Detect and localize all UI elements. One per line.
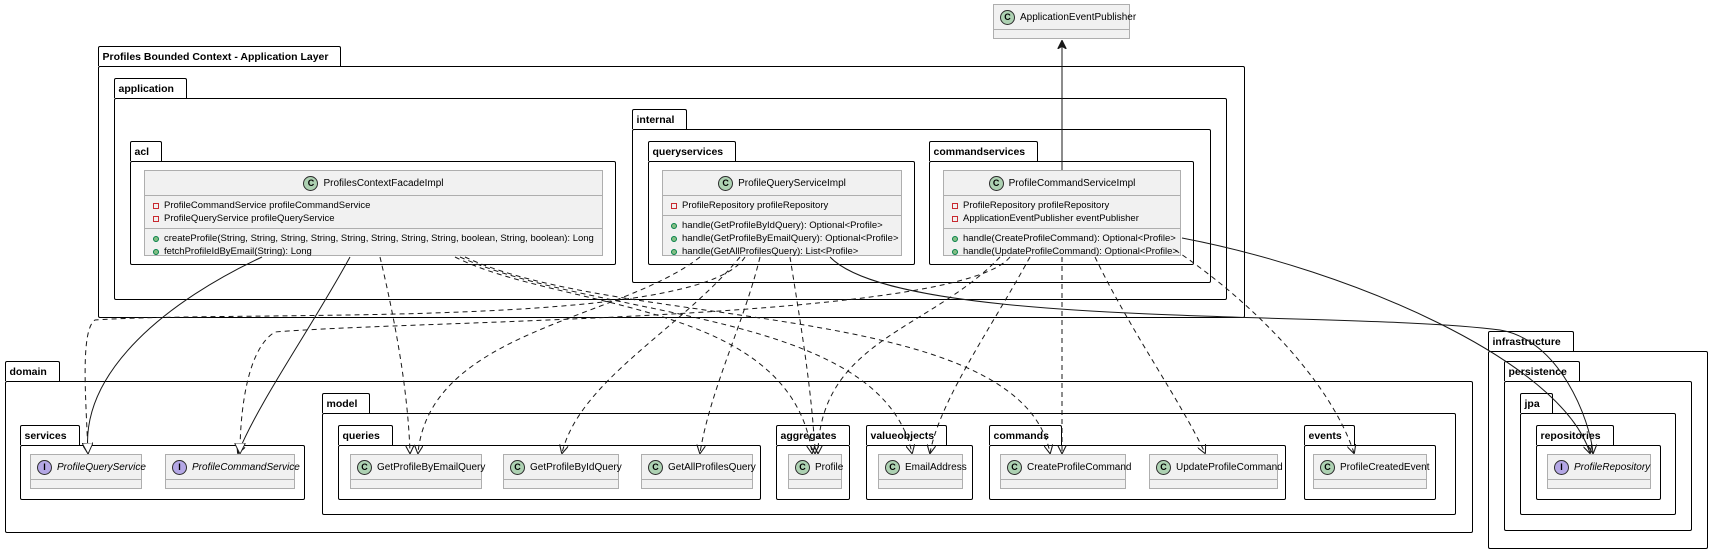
class-badge-icon: C	[885, 459, 900, 475]
interface-badge-icon: I	[37, 459, 52, 475]
method-list: handle(CreateProfileCommand): Optional<P…	[944, 229, 1180, 261]
class-get-all-profiles-query[interactable]: C GetAllProfilesQuery	[641, 454, 756, 489]
class-name: ProfileCommandServiceImpl	[1008, 177, 1136, 189]
package-label: domain	[4, 361, 60, 381]
class-name: CreateProfileCommand	[1027, 461, 1132, 473]
field-row: ProfileQueryService profileQueryService	[153, 212, 594, 225]
class-name: ProfileQueryService	[57, 461, 146, 473]
public-visibility-icon	[671, 235, 677, 242]
package-label: queries	[337, 425, 393, 445]
class-name: ProfileRepository	[1574, 461, 1651, 473]
public-visibility-icon	[671, 222, 677, 229]
class-get-profile-by-id-query[interactable]: C GetProfileByIdQuery	[503, 454, 622, 489]
class-name: ProfileQueryServiceImpl	[738, 177, 846, 189]
package-label: persistence	[1503, 361, 1580, 381]
public-visibility-icon	[153, 235, 159, 242]
package-label: Profiles Bounded Context - Application L…	[97, 46, 342, 66]
package-label: valueobjects	[865, 425, 948, 445]
class-badge-icon: C	[988, 175, 1004, 191]
method-row: fetchProfileIdByEmail(String): Long	[153, 245, 594, 258]
private-visibility-icon	[952, 215, 958, 222]
interface-profile-repository[interactable]: I ProfileRepository	[1547, 454, 1651, 489]
method-row: createProfile(String, String, String, St…	[153, 232, 594, 245]
package-label: commandservices	[928, 141, 1039, 161]
class-get-profile-by-email-query[interactable]: C GetProfileByEmailQuery	[350, 454, 486, 489]
public-visibility-icon	[153, 248, 159, 255]
method-row: handle(CreateProfileCommand): Optional<P…	[952, 232, 1176, 245]
package-label: model	[321, 393, 371, 413]
class-badge-icon: C	[648, 459, 663, 475]
class-update-profile-command[interactable]: C UpdateProfileCommand	[1149, 454, 1283, 489]
class-name: GetAllProfilesQuery	[668, 461, 756, 473]
class-badge-icon: C	[357, 459, 372, 475]
method-row: handle(UpdateProfileCommand): Optional<P…	[952, 245, 1178, 258]
class-create-profile-command[interactable]: C CreateProfileCommand	[1000, 454, 1132, 489]
package-label: infrastructure	[1487, 331, 1574, 351]
method-list: createProfile(String, String, String, St…	[145, 229, 602, 261]
class-name: EmailAddress	[905, 461, 967, 473]
class-name: Profile	[815, 461, 844, 473]
class-profile-created-event[interactable]: C ProfileCreatedEvent	[1313, 454, 1430, 489]
interface-profile-query-service[interactable]: I ProfileQueryService	[30, 454, 146, 489]
field-row: ProfileCommandService profileCommandServ…	[153, 199, 594, 212]
class-email-address[interactable]: C EmailAddress	[878, 454, 967, 489]
package-label: queryservices	[647, 141, 737, 161]
private-visibility-icon	[671, 202, 677, 209]
class-name: ProfileCreatedEvent	[1340, 461, 1430, 473]
package-label: jpa	[1519, 393, 1553, 413]
class-name: GetProfileByIdQuery	[530, 461, 622, 473]
package-label: repositories	[1535, 425, 1614, 445]
method-row: handle(GetProfileByIdQuery): Optional<Pr…	[671, 219, 893, 232]
class-name: ApplicationEventPublisher	[1020, 11, 1137, 23]
class-badge-icon: C	[1007, 459, 1022, 475]
field-list: ProfileRepository profileRepository	[663, 196, 901, 216]
class-name: ProfileCommandService	[192, 461, 300, 473]
interface-badge-icon: I	[172, 459, 187, 475]
public-visibility-icon	[671, 248, 677, 255]
class-name: GetProfileByEmailQuery	[377, 461, 486, 473]
class-badge-icon: C	[510, 459, 525, 475]
private-visibility-icon	[153, 202, 159, 209]
field-row: ApplicationEventPublisher eventPublisher	[952, 212, 1172, 225]
field-row: ProfileRepository profileRepository	[952, 199, 1172, 212]
class-profile-command-service-impl[interactable]: C ProfileCommandServiceImpl ProfileRepos…	[943, 170, 1181, 257]
class-name: ProfilesContextFacadeImpl	[323, 177, 444, 189]
class-badge-icon: C	[303, 175, 319, 191]
class-badge-icon: C	[1000, 9, 1015, 25]
method-list: handle(GetProfileByIdQuery): Optional<Pr…	[663, 216, 901, 261]
package-label: events	[1303, 425, 1355, 445]
package-label: application	[113, 78, 187, 98]
package-label: acl	[129, 141, 163, 161]
private-visibility-icon	[952, 202, 958, 209]
field-list: ProfileRepository profileRepository Appl…	[944, 196, 1180, 229]
class-badge-icon: C	[795, 459, 810, 475]
package-label: services	[19, 425, 80, 445]
public-visibility-icon	[952, 248, 958, 255]
field-list: ProfileCommandService profileCommandServ…	[145, 196, 602, 229]
package-label: commands	[988, 425, 1062, 445]
method-row: handle(GetProfileByEmailQuery): Optional…	[671, 232, 899, 245]
package-label: aggregates	[775, 425, 850, 445]
interface-profile-command-service[interactable]: I ProfileCommandService	[165, 454, 300, 489]
interface-badge-icon: I	[1554, 459, 1569, 475]
class-profile[interactable]: C Profile	[788, 454, 844, 489]
private-visibility-icon	[153, 215, 159, 222]
class-badge-icon: C	[718, 175, 734, 191]
class-application-event-publisher[interactable]: C ApplicationEventPublisher	[993, 4, 1136, 39]
class-profiles-context-facade-impl[interactable]: C ProfilesContextFacadeImpl ProfileComma…	[144, 170, 603, 257]
method-row: handle(GetAllProfilesQuery): List<Profil…	[671, 245, 893, 258]
class-badge-icon: C	[1156, 459, 1171, 475]
package-label: internal	[631, 109, 688, 129]
class-name: UpdateProfileCommand	[1176, 461, 1283, 473]
class-profile-query-service-impl[interactable]: C ProfileQueryServiceImpl ProfileReposit…	[662, 170, 902, 257]
class-badge-icon: C	[1320, 459, 1335, 475]
public-visibility-icon	[952, 235, 958, 242]
field-row: ProfileRepository profileRepository	[671, 199, 893, 212]
